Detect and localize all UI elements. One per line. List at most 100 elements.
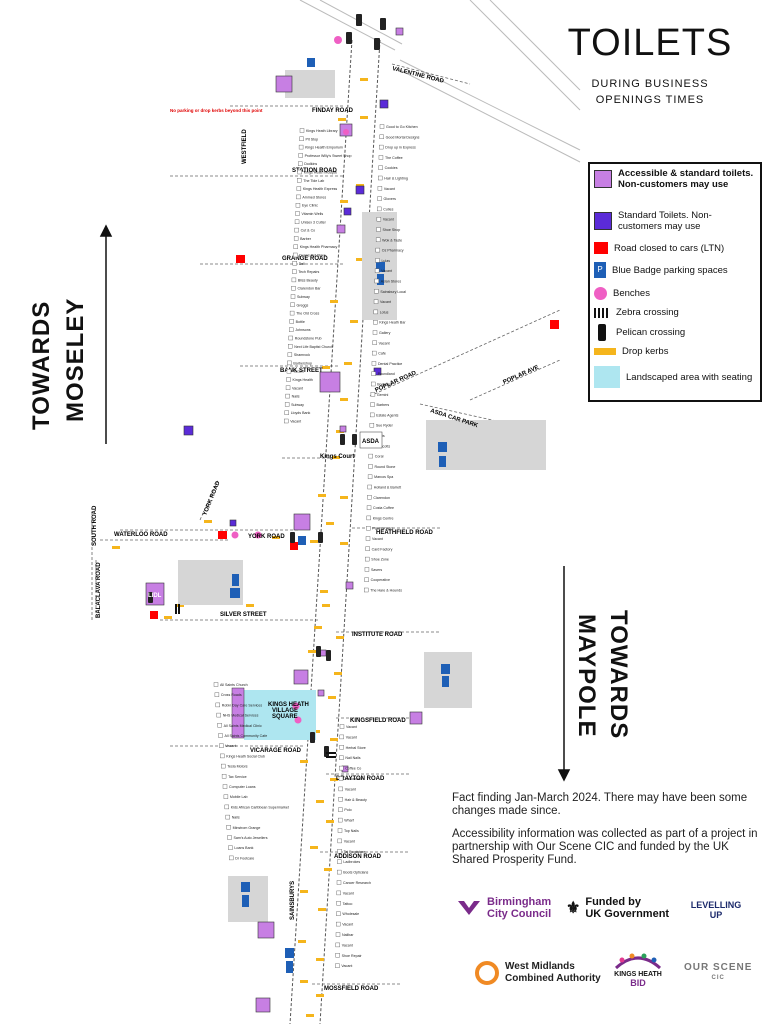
shop-label: Good to Go Kitchen [386, 125, 418, 129]
shop-label: All Saints Community Cafe [225, 734, 268, 738]
shop-box [335, 953, 340, 958]
levelling-up-text: LEVELLING UP [690, 900, 742, 920]
shop-box [365, 546, 370, 551]
shop-box [291, 277, 297, 283]
shop-label: Kings Health Express [303, 187, 338, 191]
shop-label: Dr Footcare [235, 856, 254, 860]
shop-box [298, 153, 303, 158]
drop-kerb [344, 362, 352, 365]
shop-label: Cafe [378, 352, 386, 356]
drop-kerb [272, 536, 280, 539]
road-label-station: STATION ROAD [292, 168, 337, 174]
legend-label: Accessible & standard toilets. Non-custo… [618, 168, 754, 190]
towards-moseley: TOWARDS MOSELEY [28, 250, 96, 430]
shop-box [379, 134, 384, 140]
shop-label: Hair & Beauty [345, 798, 367, 802]
drop-kerb [340, 398, 348, 401]
shop-label: Drop up in Express [385, 146, 416, 150]
drop-kerb [328, 696, 336, 699]
legend-label: Benches [613, 288, 650, 299]
shop-box [216, 712, 221, 718]
drop-kerb [310, 846, 318, 849]
shop-box [364, 587, 369, 593]
ourscene-sub: CIC [711, 975, 725, 981]
drop-kerb [330, 778, 338, 781]
shop-label: Wok & Taste [382, 238, 402, 242]
shop-box [292, 261, 297, 266]
shop-box [298, 144, 304, 150]
shop-box [296, 194, 301, 200]
legend-label: Landscaped area with seating [626, 371, 753, 383]
shop-box [296, 186, 302, 191]
shop-label: Vacant [292, 386, 303, 390]
map-title: TOILETS [567, 22, 733, 64]
shop-box [365, 536, 371, 541]
shop-label: Glovers [384, 197, 397, 201]
road-label-village_square_line2: VILLAGE [272, 708, 298, 714]
road-label-vicarage: VICARAGE ROAD [250, 748, 302, 754]
shop-box [299, 128, 305, 133]
drop-kerb [360, 116, 368, 119]
shop-label: Lloyds Bank [291, 411, 311, 415]
road-label-kingsfield: KINGSFIELD ROAD [350, 718, 406, 724]
shop-label: The Tide Lab [303, 179, 324, 183]
wmca-line1: West Midlands [505, 961, 575, 972]
shop-label: Holland & Barrett [374, 486, 401, 490]
shop-label: Dental Practice [378, 362, 402, 366]
shop-label: Vacant [342, 923, 353, 927]
railway-lines [299, 0, 581, 163]
drop-kerb [318, 908, 326, 911]
wmca-logo: West Midlands Combined Authority [474, 960, 601, 986]
shop-label: Gemini [377, 393, 389, 397]
shop-box [373, 309, 378, 315]
shop-label: The Old Cross [296, 312, 319, 316]
road-label-sainsburys: SAINSBURYS [290, 881, 296, 920]
shop-label: Boots Opticians [343, 871, 368, 875]
shop-box [338, 807, 343, 812]
shop-label: Wharf [344, 819, 354, 823]
shop-label: Tax Service [228, 775, 247, 779]
shop-box [368, 464, 373, 469]
shop-label: Oz Pharmacy [382, 249, 404, 253]
shop-box [338, 786, 343, 792]
legend-blue-badge: P Blue Badge parking spaces [594, 262, 728, 278]
shop-label: Ladbrokes [343, 860, 360, 864]
shop-box [286, 369, 292, 374]
accessibility-note: Accessibility information was collected … [452, 828, 758, 866]
shop-label: Bliss Beauty [298, 278, 318, 282]
levelling-up-logo: LEVELLING UP [690, 900, 742, 920]
drop-kerb [306, 1014, 314, 1017]
shop-box [220, 753, 225, 759]
shop-label: Vacant [293, 370, 304, 374]
shop-label: Cookies [385, 166, 398, 170]
shop-box [337, 869, 342, 875]
benches [231, 36, 349, 724]
shop-label: Cuties [383, 207, 393, 211]
drop-kerb [356, 184, 364, 187]
legend-label: Zebra crossing [616, 307, 679, 318]
shop-box [368, 453, 373, 459]
shop-box [372, 340, 377, 345]
shop-label: Nailbar [342, 933, 354, 937]
shop-box [289, 327, 294, 332]
shop-box [289, 319, 294, 324]
shop-label: Polo [344, 808, 351, 812]
road-line-york_road_side [199, 479, 219, 521]
shop-label: Eye Clinic [302, 204, 318, 208]
shop-box [364, 577, 369, 582]
legend-zebra: Zebra crossing [594, 307, 679, 318]
shop-label: Round Stone [374, 465, 395, 469]
blue-badge-icon: P [594, 262, 606, 278]
shop-label: Ammed Stores [302, 195, 326, 199]
shop-label: Subway [291, 403, 304, 407]
road-label-institute: INSTITUTE ROAD [352, 632, 403, 638]
shop-label: Pawnbrokers [372, 527, 393, 531]
drop-kerb [318, 494, 326, 497]
road-label-south_road: SOUTH ROAD [92, 505, 98, 546]
shop-label: Professor Willy's Sweet Shop [305, 154, 352, 158]
shop-box [336, 880, 342, 885]
birmingham-city-council-logo: Birmingham City Council [456, 896, 551, 920]
shop-label: Kings Health Pharmacy [300, 245, 338, 249]
shop-label: Clarendon Bar [297, 287, 321, 291]
shop-box [375, 258, 380, 263]
